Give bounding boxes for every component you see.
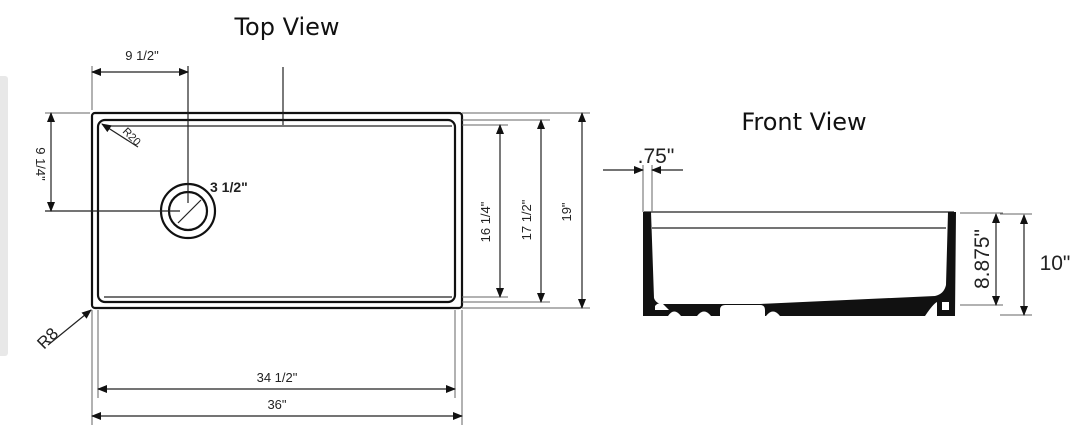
dim-wall-thickness: .75" (638, 145, 675, 168)
front-view-title: Front View (741, 108, 866, 136)
front-view-sink-profile (643, 211, 956, 316)
dim-overall-depth: 19" (559, 202, 574, 221)
top-view-title: Top View (233, 13, 339, 41)
dim-drain-from-left: 9 1/2" (125, 48, 159, 63)
dim-inner-width: 34 1/2" (257, 370, 298, 385)
dim-drain-from-top: 9 1/4" (33, 147, 48, 181)
dim-r20: R20 (120, 126, 143, 149)
dim-inner-height: 8.875" (971, 229, 994, 289)
dim-overall-width: 36" (267, 397, 286, 412)
scrollbar[interactable] (0, 76, 8, 356)
dim-drain-diameter: 3 1/2" (210, 179, 248, 195)
dim-r8: R8 (33, 324, 62, 353)
dim-bowl-depth: 17 1/2" (519, 199, 534, 240)
dim-overall-height: 10" (1040, 252, 1071, 275)
dim-inner-depth: 16 1/4" (478, 201, 493, 242)
